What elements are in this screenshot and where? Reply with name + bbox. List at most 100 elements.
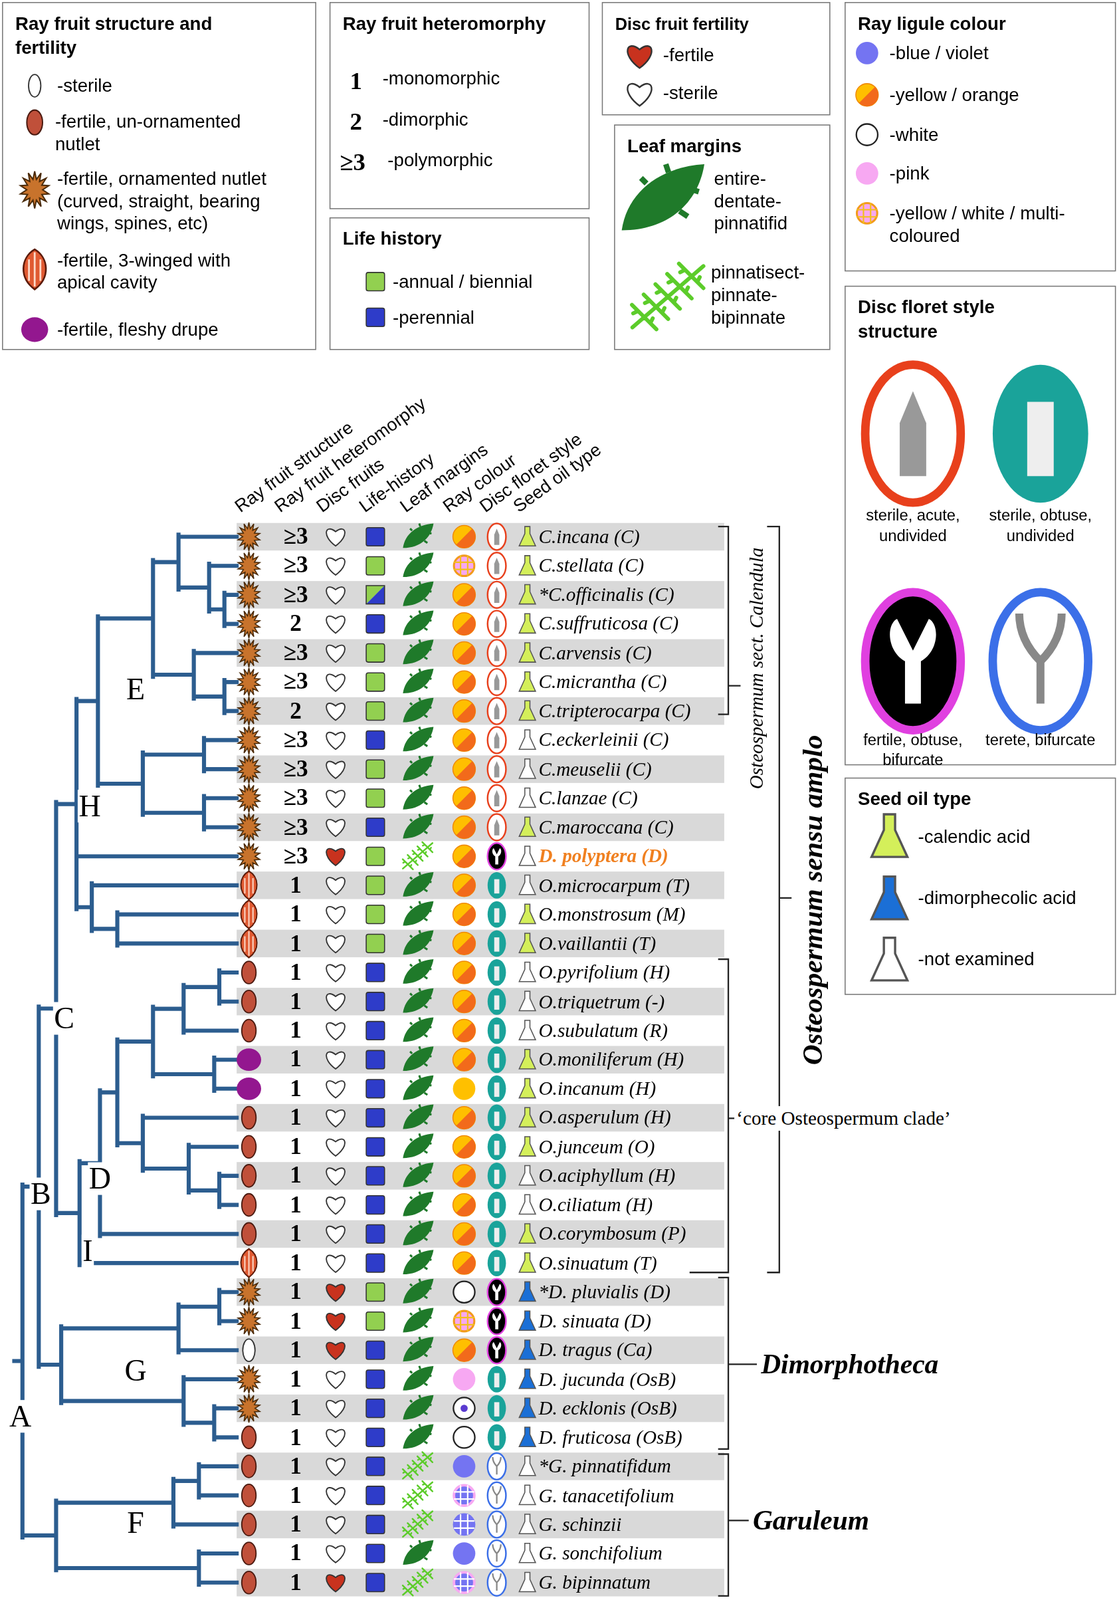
heteromorphy-value: 1 — [273, 1073, 319, 1103]
ray-fruit-symbol — [240, 928, 257, 958]
life-history-square — [366, 1108, 385, 1127]
panel-heading: Disc fruit fertility — [615, 11, 830, 36]
heteromorphy-symbol: 1 — [350, 65, 363, 96]
oil-flask — [518, 1339, 536, 1359]
legend-symbol — [855, 83, 879, 107]
heteromorphy-value: ≥3 — [273, 522, 319, 551]
leaf-icon — [402, 1539, 434, 1565]
panel-heading: Seed oil type — [857, 786, 1103, 812]
heteromorphy-value: 1 — [273, 1451, 319, 1480]
ray-fruit-symbol — [241, 1164, 256, 1187]
oil-flask — [518, 1281, 536, 1301]
ray-colour-circle — [453, 670, 476, 694]
heteromorphy-value: 1 — [273, 1103, 319, 1132]
style-oval — [487, 1278, 507, 1306]
tree-branches — [13, 534, 237, 1584]
leaf-icon — [402, 726, 434, 751]
panel-heading: Life history — [342, 226, 578, 252]
life-history-square — [366, 905, 385, 924]
legend-text: -fertile, 3-winged with apical cavity — [57, 249, 262, 295]
ray-colour-circle — [453, 699, 476, 723]
leaf-icon — [402, 1451, 433, 1479]
life-history-square — [366, 1369, 385, 1389]
ray-colour-circle — [453, 1454, 476, 1478]
taxon-name: D. polyptera (D) — [538, 843, 669, 869]
oil-flask — [518, 962, 536, 982]
oil-flask — [518, 1077, 536, 1098]
disc-fruit-heart — [326, 732, 345, 750]
oil-flask — [518, 903, 536, 923]
oil-flask — [518, 875, 536, 895]
disc-fruit-heart — [326, 558, 345, 576]
life-history-square — [366, 1515, 385, 1534]
legend-text: -fertile, un-ornamented nutlet — [55, 110, 290, 156]
row-band — [236, 522, 725, 551]
heteromorphy-value: ≥3 — [273, 783, 319, 813]
leaf-icon — [402, 639, 434, 664]
style-oval — [487, 988, 507, 1015]
ray-colour-circle — [453, 1193, 476, 1217]
ray-fruit-symbol — [237, 638, 260, 668]
legend-symbol — [856, 202, 878, 224]
heteromorphy-symbol: 2 — [350, 106, 363, 137]
heteromorphy-value: ≥3 — [273, 551, 319, 581]
oil-flask — [518, 1136, 536, 1156]
clade-letter: G — [123, 1353, 148, 1387]
style-oval — [487, 523, 507, 551]
ray-colour-circle — [453, 612, 476, 636]
style-oval — [487, 1394, 507, 1422]
disc-fruit-heart — [326, 1196, 345, 1215]
style-oval — [487, 1045, 507, 1073]
oil-flask — [518, 1194, 536, 1214]
style-oval — [487, 929, 507, 957]
row-bands — [236, 522, 725, 1597]
leaf-icon — [402, 901, 434, 926]
life-history-square — [366, 1166, 385, 1185]
oil-flask — [518, 671, 536, 692]
taxon-name: O.microcarpum (T) — [538, 872, 690, 898]
taxon-name: *C.officinalis (C) — [538, 582, 675, 607]
ray-fruit-symbol — [241, 1425, 256, 1448]
ray-colour-circle — [453, 1484, 475, 1506]
legend-text: -perennial — [392, 306, 475, 329]
oil-flask — [518, 1513, 536, 1533]
disc-fruit-heart — [326, 1254, 345, 1272]
taxon-name: G. bipinnatum — [538, 1569, 652, 1595]
leaf-icon — [402, 1567, 433, 1595]
oil-flask — [518, 990, 536, 1011]
legend-text: -fertile — [663, 43, 715, 67]
ray-colour-circle — [453, 641, 476, 664]
taxon-name: C.micrantha (C) — [538, 669, 668, 695]
taxon-name: D. tragus (Ca) — [538, 1337, 653, 1363]
clade-letter: B — [29, 1177, 53, 1211]
row-band — [236, 813, 725, 841]
leaf-icon — [402, 1132, 434, 1158]
ray-fruit-symbol — [236, 1047, 262, 1071]
oil-flask — [518, 1223, 536, 1243]
oil-flask — [518, 1107, 536, 1127]
oil-flask — [518, 1165, 536, 1185]
heteromorphy-value: 1 — [273, 870, 319, 900]
taxon-name: O.triquetrum (-) — [538, 988, 666, 1014]
life-history-square — [366, 759, 385, 779]
disc-fruit-heart — [326, 1487, 345, 1505]
ray-colour-circle — [453, 1310, 475, 1331]
leaf-icon — [402, 1016, 434, 1042]
leaf-icon — [402, 1162, 434, 1187]
ray-fruit-symbol — [241, 1019, 256, 1042]
style-oval — [487, 639, 507, 666]
bracket — [766, 526, 792, 1272]
ray-colour-circle — [453, 555, 475, 577]
taxon-name: O.subulatum (R) — [538, 1017, 668, 1043]
legend-text: -monomorphic — [382, 67, 501, 90]
disc-fruit-heart — [326, 790, 345, 808]
disc-fruit-heart — [326, 1370, 345, 1389]
ray-colour-circle — [453, 815, 476, 839]
ray-fruit-symbol — [237, 551, 260, 581]
row-band — [236, 1394, 725, 1422]
legend-text: -blue / violet — [889, 41, 989, 65]
life-history-square — [366, 1398, 385, 1418]
style-oval — [487, 958, 507, 986]
phylogeny — [13, 534, 237, 1584]
ray-colour-circle — [453, 960, 476, 984]
